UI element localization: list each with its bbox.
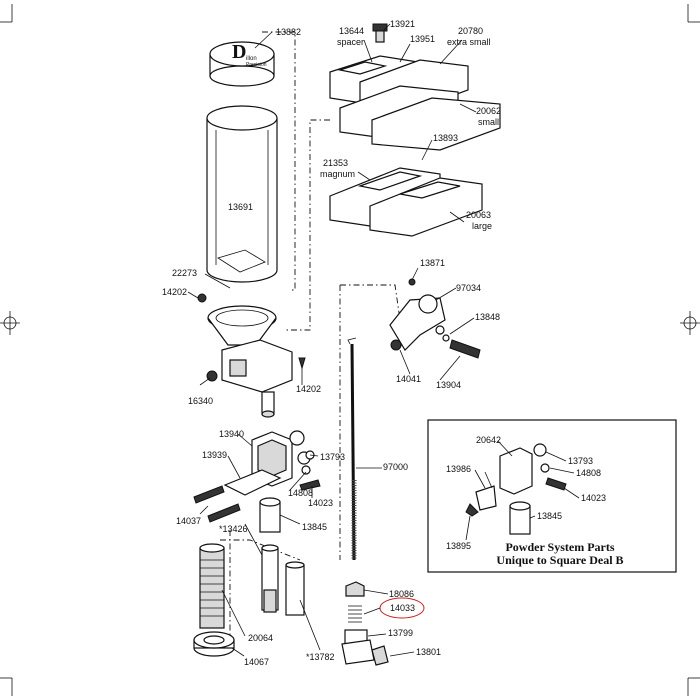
assembly-lines [220, 31, 401, 640]
label-13904: 13904 [436, 380, 462, 390]
label-small: small [478, 117, 500, 127]
label-14808: 14808 [288, 488, 314, 498]
label-magnum: magnum [320, 169, 356, 179]
label-14202-left: 14202 [162, 287, 188, 297]
inset-label-13986: 13986 [446, 464, 472, 474]
label-13782: *13782 [306, 652, 335, 662]
label-21353: 21353 [323, 158, 349, 168]
bottom-hardware [341, 581, 389, 666]
label-20062: 20062 [476, 106, 502, 116]
crop-marks [0, 4, 700, 696]
reservoir-tube [206, 105, 278, 283]
label-14037: 14037 [176, 516, 202, 526]
label-14202-right: 14202 [296, 384, 322, 394]
label-13921: 13921 [390, 19, 416, 29]
label-14041: 14041 [396, 374, 422, 384]
label-13644: 13644 [339, 26, 365, 36]
bolts-14037 [193, 485, 241, 523]
lid-logo-line1: illon [246, 56, 257, 62]
label-13426: *13426 [219, 524, 248, 534]
inset-label-13895: 13895 [446, 541, 472, 551]
powder-funnels [261, 544, 305, 616]
label-13940: 13940 [219, 429, 245, 439]
inset-label-13845: 13845 [537, 511, 563, 521]
inset-title-line1: Powder System Parts [505, 540, 615, 554]
measure-lid: D [209, 41, 275, 87]
inset-title-line2: Unique to Square Deal B [496, 553, 624, 567]
measure-body [207, 305, 293, 418]
powder-die-collar [223, 430, 311, 496]
label-extra-small: extra small [447, 37, 491, 47]
label-22273: 22273 [172, 268, 198, 278]
label-13848: 13848 [475, 312, 501, 322]
label-13801: 13801 [416, 647, 442, 657]
powder-die [199, 543, 225, 629]
label-97000: 97000 [383, 462, 409, 472]
label-13799: 13799 [388, 628, 414, 638]
label-20064: 20064 [248, 633, 274, 643]
label-20780: 20780 [458, 26, 484, 36]
inset-frame [427, 419, 677, 573]
label-large: large [472, 221, 493, 231]
label-20063: 20063 [466, 210, 492, 220]
label-14033: 14033 [390, 603, 416, 613]
powder-rod [347, 337, 357, 561]
inset-label-14808: 14808 [576, 468, 602, 478]
inset-label-13793: 13793 [568, 456, 594, 466]
label-13691: 13691 [228, 202, 254, 212]
lid-logo-line2: Precision [246, 62, 267, 68]
label-spacer: spacer [337, 37, 365, 47]
label-13893: 13893 [433, 133, 459, 143]
label-14023: 14023 [308, 498, 334, 508]
inset-label-14023: 14023 [581, 493, 607, 503]
bellcrank-assembly [389, 278, 481, 359]
small-hardware [299, 450, 321, 491]
label-13882: 13882 [276, 27, 302, 37]
spacer-screw [372, 23, 388, 43]
label-13845: 13845 [302, 522, 328, 532]
label-18086: 18086 [389, 589, 415, 599]
label-16340: 16340 [188, 396, 214, 406]
leader-lines [187, 23, 580, 657]
inset-label-20642: 20642 [476, 435, 502, 445]
die-locknut [193, 631, 235, 657]
funnel-sleeve [259, 497, 281, 533]
label-14067: 14067 [244, 657, 270, 667]
label-13951: 13951 [410, 34, 436, 44]
powder-bars [329, 55, 501, 237]
label-13871: 13871 [420, 258, 446, 268]
label-97034: 97034 [456, 283, 482, 293]
label-13939: 13939 [202, 450, 228, 460]
svg-text:D: D [232, 41, 246, 63]
inset-parts [465, 443, 567, 535]
label-13793: 13793 [320, 452, 346, 462]
